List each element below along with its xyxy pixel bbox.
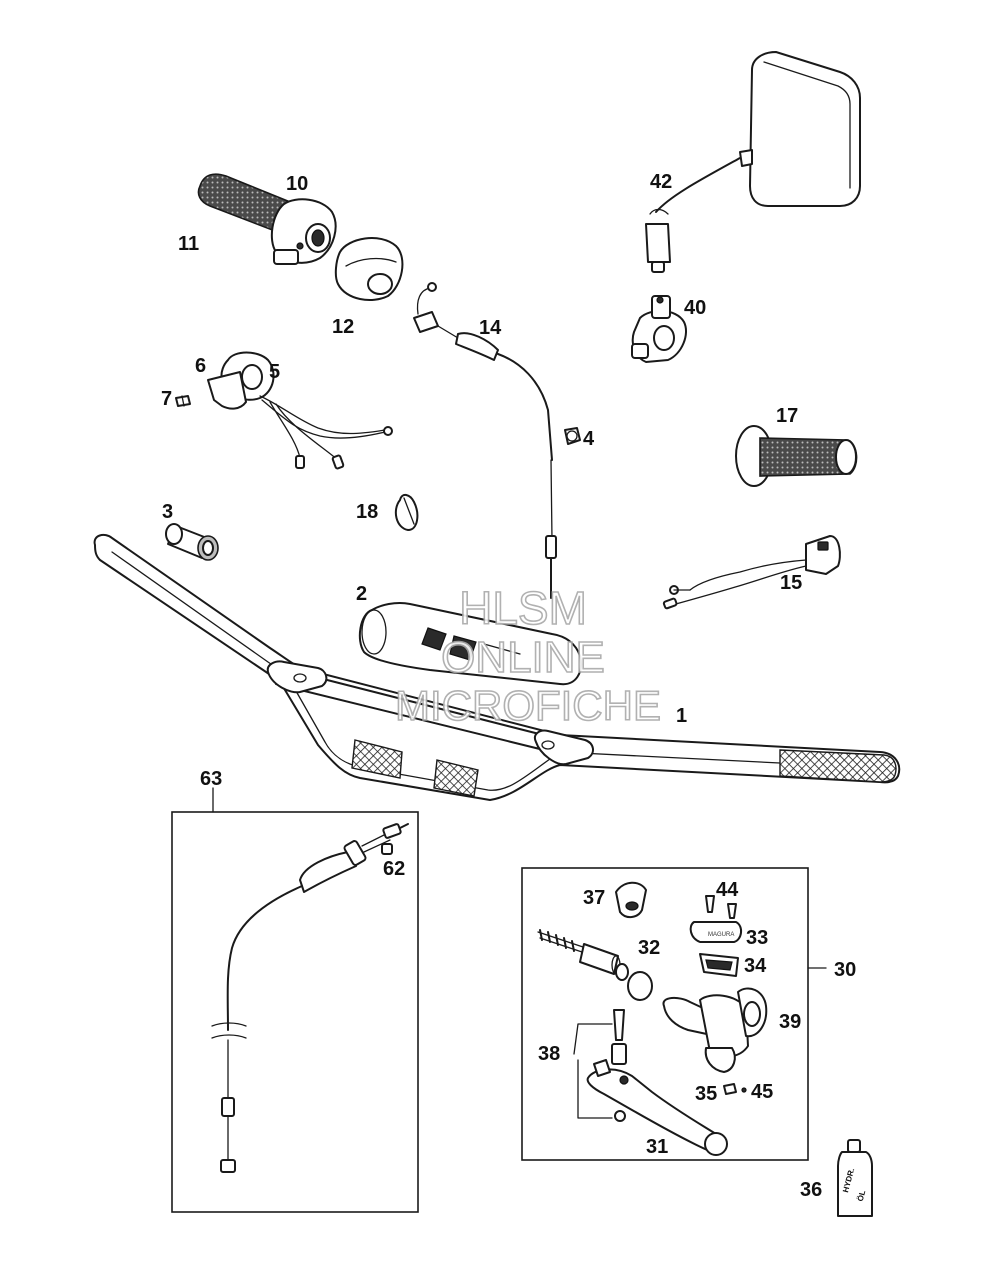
part-label-36: 36 [800,1179,822,1201]
lever-cover[interactable] [615,881,647,918]
svg-text:MAGURA: MAGURA [708,932,734,938]
part-label-37: 37 [583,887,605,909]
watermark-line2: ONLINE [441,633,605,682]
cable-tie[interactable] [394,494,419,531]
part-label-32: 32 [638,937,660,959]
throttle-grip[interactable] [197,173,337,265]
throttle-cable[interactable] [413,282,557,599]
part-label-34: 34 [744,955,767,977]
clutch-cable[interactable] [211,823,409,1173]
piston-kit[interactable] [537,929,653,1001]
master-cylinder-body[interactable] [662,987,768,1073]
part-label-31: 31 [646,1136,668,1158]
part-label-63: 63 [200,768,222,790]
mirror-clamp[interactable] [631,295,687,363]
part-label-30: 30 [834,959,856,981]
part-label-12: 12 [332,316,354,338]
master-cylinder-box [521,867,809,1161]
clutch-lever[interactable] [586,1059,728,1156]
bottle-label-line2: ÖL [856,1189,868,1202]
part-label-6: 6 [195,355,206,377]
cable-adjuster-nut[interactable] [381,843,393,855]
left-grip[interactable] [735,425,858,487]
handlebar-switch[interactable] [662,535,841,610]
watermark-line3: MICROFICHE [395,682,661,729]
diaphragm[interactable] [699,953,739,977]
cap-nut[interactable] [564,427,581,445]
part-label-33: 33 [746,927,768,949]
hydraulic-oil-bottle[interactable]: HYDR. ÖL [837,1139,873,1217]
part-label-45: 45 [751,1081,773,1103]
part-label-62: 62 [383,858,405,880]
part-label-4: 4 [583,428,595,450]
part-label-18: 18 [356,501,378,523]
part-label-42: 42 [650,171,672,193]
part-label-39: 39 [779,1011,801,1033]
part-label-7: 7 [161,388,172,410]
part-label-14: 14 [479,317,502,339]
part-label-35: 35 [695,1083,717,1105]
part-label-44: 44 [716,879,739,901]
throttle-cover[interactable] [334,237,404,301]
part-label-2: 2 [356,583,367,605]
pivot-bolt-set[interactable] [573,1009,627,1122]
watermark-line1: HLSM [459,582,587,634]
cover-screws[interactable] [705,895,737,919]
part-label-1: 1 [676,705,687,727]
reservoir-cap[interactable]: MAGURA [689,921,742,943]
part-label-17: 17 [776,405,798,427]
spacer-sleeve[interactable] [165,523,219,561]
adjust-screw[interactable] [723,1083,747,1095]
crossbar-pad[interactable] [358,601,582,686]
mirror[interactable] [645,51,861,273]
part-label-11: 11 [178,233,199,255]
part-label-3: 3 [162,501,173,523]
kill-switch-assembly[interactable] [207,351,393,470]
part-label-38: 38 [538,1043,560,1065]
part-label-5: 5 [269,361,280,383]
screw[interactable] [175,395,191,407]
part-label-10: 10 [286,173,308,195]
handlebar[interactable] [93,533,901,801]
part-label-40: 40 [684,297,706,319]
part-label-15: 15 [780,572,802,594]
watermark: HLSM ONLINE MICROFICHE [394,581,662,730]
clutch-cable-box [171,811,419,1213]
